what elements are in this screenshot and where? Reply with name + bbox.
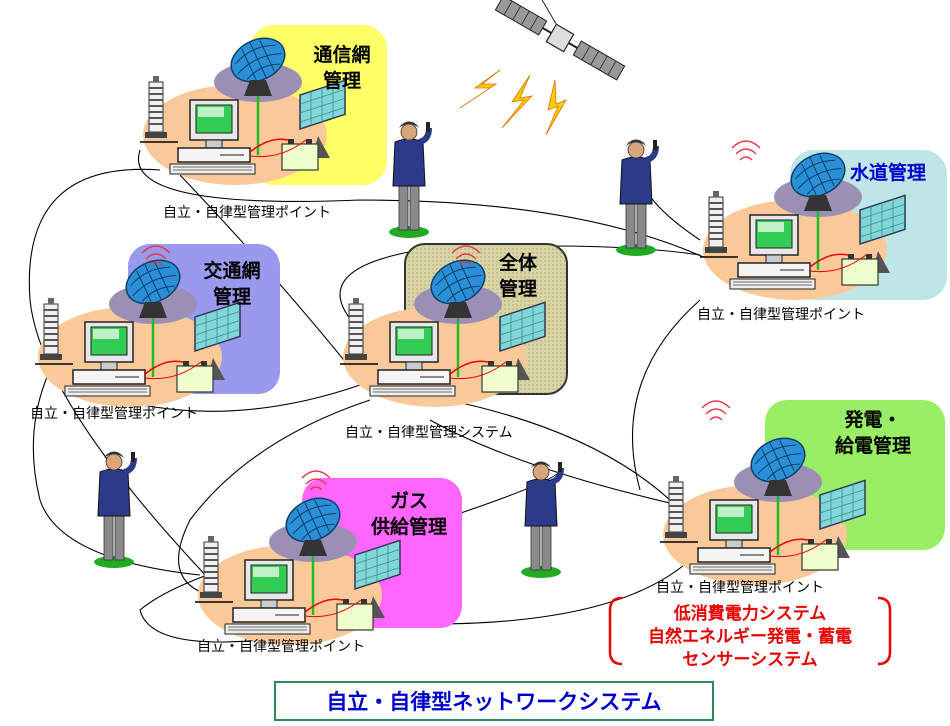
water-caption: 自立・自律型管理ポイント bbox=[697, 307, 865, 323]
central-caption: 自立・自律型管理システム bbox=[345, 425, 513, 441]
radio-wave-icon bbox=[731, 140, 761, 161]
gas-caption: 自立・自律型管理ポイント bbox=[197, 639, 365, 655]
feature-bracket-left bbox=[608, 596, 623, 666]
radio-wave-icon bbox=[701, 400, 731, 421]
feature-low-power: 低消費電力システム bbox=[673, 604, 827, 624]
gas-title: ガス供給管理 bbox=[370, 490, 447, 538]
power-caption: 自立・自律型管理ポイント bbox=[656, 580, 824, 596]
person-icon bbox=[616, 140, 657, 257]
comm-caption: 自立・自律型管理ポイント bbox=[163, 205, 331, 221]
traffic-title: 交通網管理 bbox=[203, 260, 261, 308]
person-icon bbox=[389, 122, 430, 239]
central-title: 全体管理 bbox=[498, 252, 537, 300]
traffic-caption: 自立・自律型管理ポイント bbox=[30, 406, 198, 422]
satellite-icon bbox=[494, 0, 626, 81]
feature-renewable: 自然エネルギー発電・蓄電 bbox=[648, 627, 852, 647]
power-title: 発電・給電管理 bbox=[834, 409, 911, 457]
person-icon bbox=[521, 462, 562, 579]
satellite-signal-icon bbox=[459, 69, 567, 136]
person-icon bbox=[94, 452, 135, 569]
comm-title: 通信網管理 bbox=[313, 44, 371, 92]
feature-sensor: センサーシステム bbox=[682, 650, 818, 670]
system-title: 自立・自律型ネットワークシステム bbox=[274, 681, 714, 721]
water-title: 水道管理 bbox=[849, 162, 926, 184]
feature-bracket-right bbox=[877, 596, 892, 666]
